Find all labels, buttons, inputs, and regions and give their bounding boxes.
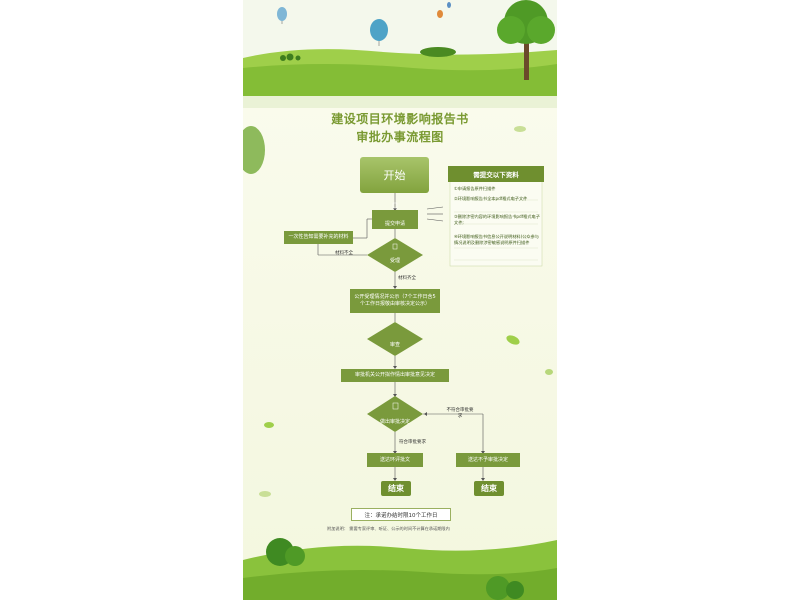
tree-crown [497,16,525,44]
far-treeline [420,47,456,57]
publicize-box: 公开受理情况并公示（7个工作日含5个工作日报敬由审核决定公示） [350,289,440,313]
accept-label: 受理 [389,258,400,264]
start-node: 开始 [360,157,429,193]
decide-label: 做出审批决定 [379,419,410,425]
tree-crown [527,16,555,44]
meet-label: 符合审批要求 [399,440,426,445]
small-tree [295,55,301,61]
rejection-decision-box: 送达不予审批决定 [456,453,520,467]
stamp-icon [392,402,399,410]
balloon-icon [447,2,451,8]
arrowheads [393,208,485,481]
leaf-decoration [506,335,520,345]
scenery [243,0,557,600]
end-node-left: 结束 [381,481,411,496]
materials-item-2: ②环境影响报告书全本pdf格式电子文件 [454,196,528,201]
issue-opinion-box: 审批机关公开拟作情出审批意见决定 [341,369,449,382]
accept-diamond [367,238,423,272]
tree-trunk [524,40,529,80]
title-line-2: 审批办事流程图 [356,130,444,144]
flowchart-poster: 建设项目环境影响报告书 审批办事流程图 开始 需提交以下资料 ①申请报告原件扫描… [243,0,557,600]
decide-diamond [367,396,423,432]
document-icon [392,202,398,209]
haze [243,96,557,108]
hill-front [243,64,557,100]
commitment-note: 注：承诺办结时限10个工作日 [351,508,451,521]
not-meet-label: 不符合审批要求 [446,408,474,419]
materials-panel: 需提交以下资料 ①申请报告原件扫描件 ②环境影响报告书全本pdf格式电子文件 ③… [448,160,544,268]
submit-application-box: 提交申请 [372,210,418,229]
paper-note-icon [449,179,543,267]
balloon-icon [370,19,388,46]
bush [285,546,305,566]
materials-item-1: ①申请报告原件扫描件 [454,186,496,191]
additional-note: 附加说明： 需要专家评审、听证、公示的时间不计算在承诺期限内 [327,526,450,531]
leaf-decoration [259,491,271,497]
leaf-decoration [243,126,265,174]
title-line-1: 建设项目环境影响报告书 [331,112,469,126]
bush [506,581,524,599]
leaf-decoration [545,369,553,375]
review-label: 审查 [389,342,400,348]
small-tree [280,55,286,61]
leaf-decoration [514,126,526,132]
review-diamond [367,322,423,356]
supplement-notice-box: 一次性告知需要补充的材料 [284,231,353,244]
connectors [317,193,484,480]
materials-item-3: ③删除涉密内容的环境影响报告书pdf格式电子文件; [454,214,540,225]
approval-document-box: 送达环评批文 [367,453,423,467]
bush [486,576,510,600]
small-tree [286,53,294,61]
meadow-front [243,568,557,600]
complete-label: 材料齐全 [398,276,416,281]
balloon-icon [437,10,443,18]
balloon-icon [277,7,287,24]
materials-heading: 需提交以下资料 [448,166,544,182]
materials-item-4: ④环境影响报告书信息公开说明材料(公众参与情况说明及删除涉密敏感说明原件扫描件 [454,234,539,245]
leaf-decoration [264,422,274,428]
incomplete-label: 材料不全 [335,251,353,256]
accept-icon [392,243,398,250]
end-node-right: 结束 [474,481,504,496]
